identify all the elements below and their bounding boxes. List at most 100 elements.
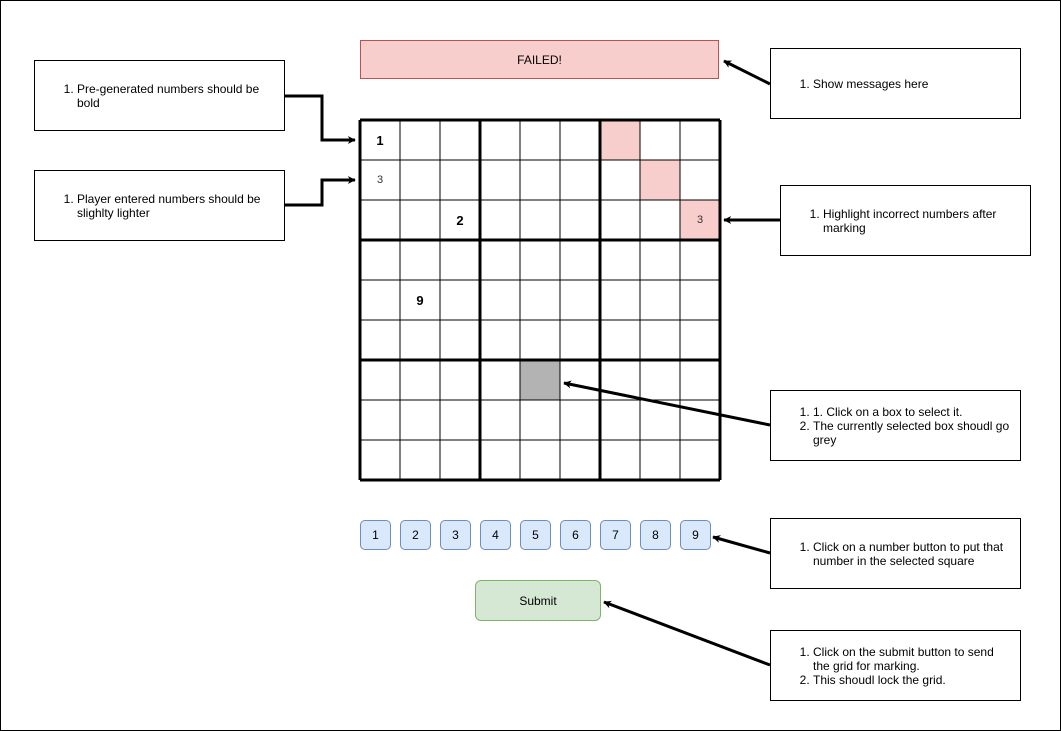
grid-cell[interactable] xyxy=(480,440,520,480)
grid-cell[interactable] xyxy=(400,120,440,160)
grid-cell[interactable] xyxy=(360,320,400,360)
grid-cell[interactable] xyxy=(400,400,440,440)
grid-cell[interactable] xyxy=(560,240,600,280)
grid-cell[interactable] xyxy=(520,320,560,360)
grid-cell[interactable] xyxy=(680,320,720,360)
grid-cell[interactable] xyxy=(520,240,560,280)
grid-cell[interactable] xyxy=(640,240,680,280)
grid-cell[interactable] xyxy=(560,200,600,240)
grid-cell[interactable] xyxy=(560,280,600,320)
grid-cell[interactable] xyxy=(480,200,520,240)
number-button-1[interactable]: 1 xyxy=(360,520,391,550)
grid-cell[interactable] xyxy=(680,240,720,280)
grid-cell[interactable] xyxy=(560,320,600,360)
grid-cell[interactable] xyxy=(600,440,640,480)
grid-cell[interactable] xyxy=(520,400,560,440)
grid-cell[interactable] xyxy=(640,160,680,200)
grid-cell[interactable] xyxy=(640,120,680,160)
grid-cell[interactable] xyxy=(360,200,400,240)
grid-cell[interactable]: 1 xyxy=(360,120,400,160)
grid-cell[interactable] xyxy=(440,280,480,320)
note-bold-numbers: Pre-generated numbers should be bold xyxy=(34,60,285,131)
number-button-2[interactable]: 2 xyxy=(400,520,431,550)
number-button-4[interactable]: 4 xyxy=(480,520,511,550)
grid-cell[interactable] xyxy=(360,240,400,280)
note-number-button: Click on a number button to put that num… xyxy=(770,518,1021,589)
grid-cell[interactable] xyxy=(640,280,680,320)
grid-cell[interactable] xyxy=(520,120,560,160)
grid-cell[interactable] xyxy=(640,440,680,480)
grid-cell[interactable] xyxy=(480,240,520,280)
number-button-5[interactable]: 5 xyxy=(520,520,551,550)
grid-cell[interactable] xyxy=(560,400,600,440)
selected-cell[interactable] xyxy=(520,360,560,400)
grid-cell[interactable] xyxy=(640,200,680,240)
grid-cell[interactable] xyxy=(440,360,480,400)
grid-cell[interactable] xyxy=(400,200,440,240)
number-button-9[interactable]: 9 xyxy=(680,520,711,550)
note-lighter-numbers: Player entered numbers should be slighlt… xyxy=(34,170,285,241)
grid-cell[interactable] xyxy=(480,280,520,320)
grid-cell[interactable] xyxy=(400,440,440,480)
grid-cell[interactable] xyxy=(480,360,520,400)
grid-cell[interactable] xyxy=(640,360,680,400)
grid-cell[interactable] xyxy=(600,360,640,400)
grid-cell[interactable]: 3 xyxy=(680,200,720,240)
grid-cell[interactable] xyxy=(440,240,480,280)
grid-cell[interactable] xyxy=(600,160,640,200)
grid-cell[interactable] xyxy=(520,160,560,200)
note-item: Highlight incorrect numbers after markin… xyxy=(823,207,1022,235)
number-button-7[interactable]: 7 xyxy=(600,520,631,550)
grid-cell[interactable] xyxy=(360,440,400,480)
grid-cell[interactable] xyxy=(360,360,400,400)
grid-cell[interactable] xyxy=(440,440,480,480)
grid-cell[interactable] xyxy=(680,120,720,160)
grid-cell[interactable] xyxy=(600,200,640,240)
grid-cell[interactable]: 9 xyxy=(400,280,440,320)
grid-cell[interactable] xyxy=(400,320,440,360)
grid-cell[interactable] xyxy=(600,280,640,320)
grid-cell[interactable]: 2 xyxy=(440,200,480,240)
grid-cell[interactable] xyxy=(440,400,480,440)
grid-cell[interactable]: 3 xyxy=(360,160,400,200)
grid-cell[interactable] xyxy=(560,360,600,400)
grid-cell[interactable] xyxy=(560,120,600,160)
grid-cell[interactable] xyxy=(440,320,480,360)
note-show-messages-list: Show messages here xyxy=(771,77,936,91)
message-text: FAILED! xyxy=(517,52,562,67)
grid-cell[interactable] xyxy=(680,280,720,320)
grid-cell[interactable] xyxy=(400,160,440,200)
number-button-6[interactable]: 6 xyxy=(560,520,591,550)
grid-cell[interactable] xyxy=(600,240,640,280)
grid-cell[interactable] xyxy=(640,400,680,440)
grid-cell[interactable] xyxy=(520,280,560,320)
grid-cell[interactable] xyxy=(480,400,520,440)
grid-cell[interactable] xyxy=(680,160,720,200)
number-button-label: 6 xyxy=(572,528,579,542)
grid-cell[interactable] xyxy=(560,440,600,480)
number-button-3[interactable]: 3 xyxy=(440,520,471,550)
grid-cell[interactable] xyxy=(520,440,560,480)
grid-cell[interactable] xyxy=(680,400,720,440)
grid-cell[interactable] xyxy=(480,160,520,200)
grid-cell[interactable] xyxy=(440,160,480,200)
grid-cell[interactable] xyxy=(360,280,400,320)
grid-cell[interactable] xyxy=(480,320,520,360)
grid-cell[interactable] xyxy=(680,360,720,400)
grid-cell[interactable] xyxy=(560,160,600,200)
grid-cell[interactable] xyxy=(680,440,720,480)
grid-cell[interactable] xyxy=(360,400,400,440)
grid-cell[interactable] xyxy=(440,120,480,160)
grid-cell[interactable] xyxy=(400,360,440,400)
grid-cell[interactable] xyxy=(640,320,680,360)
note-item: Show messages here xyxy=(813,77,928,91)
submit-button[interactable]: Submit xyxy=(475,580,601,621)
number-button-8[interactable]: 8 xyxy=(640,520,671,550)
grid-cell[interactable] xyxy=(480,120,520,160)
grid-cell[interactable] xyxy=(520,200,560,240)
grid-cell[interactable] xyxy=(400,240,440,280)
grid-cell[interactable] xyxy=(600,320,640,360)
grid-cell[interactable] xyxy=(600,400,640,440)
cell-value: 3 xyxy=(376,174,384,186)
grid-cell[interactable] xyxy=(600,120,640,160)
